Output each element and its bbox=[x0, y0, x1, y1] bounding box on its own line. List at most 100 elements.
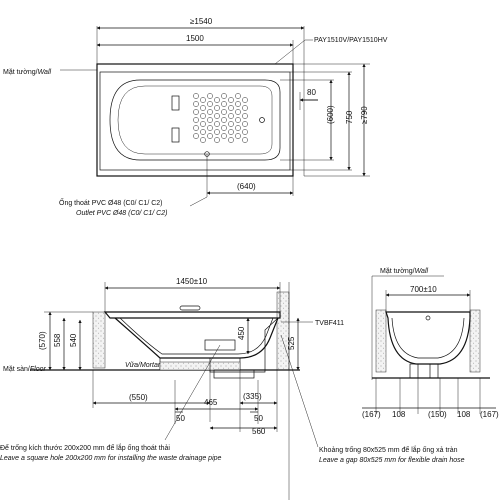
anti-slip-dot bbox=[228, 105, 234, 111]
dim-overall-width: ≥790 bbox=[360, 106, 369, 124]
side-basin-profile bbox=[114, 317, 279, 359]
anti-slip-dot bbox=[200, 97, 206, 103]
anti-slip-dots bbox=[193, 93, 248, 143]
dim-bottom-560: 560 bbox=[252, 427, 266, 436]
anti-slip-dot bbox=[207, 101, 213, 107]
dim-bottom-465: 465 bbox=[204, 398, 218, 407]
anti-slip-dot bbox=[221, 125, 227, 131]
note-hole-en: Leave a square hole 200x200 mm for insta… bbox=[0, 455, 222, 462]
anti-slip-dot bbox=[214, 129, 220, 135]
note-hole-vi: Để trống kích thước 200x200 mm để lắp ốn… bbox=[0, 443, 170, 452]
dim-height-558: 558 bbox=[53, 333, 62, 347]
anti-slip-dot bbox=[207, 93, 213, 99]
note-gap-vi: Khoảng trống 80x525 mm để lắp ống xả trà… bbox=[319, 445, 458, 454]
anti-slip-dot bbox=[193, 93, 199, 99]
anti-slip-dot bbox=[207, 117, 213, 123]
anti-slip-dot bbox=[235, 117, 241, 123]
anti-slip-dot bbox=[221, 101, 227, 107]
anti-slip-dot bbox=[200, 121, 206, 127]
dim-end-167a: (167) bbox=[362, 410, 381, 419]
dim-width: 750 bbox=[345, 110, 354, 124]
anti-slip-dot bbox=[193, 109, 199, 115]
dim-end-108b: 108 bbox=[457, 410, 471, 419]
overflow-hole bbox=[259, 117, 265, 123]
dim-drain-offset: (640) bbox=[237, 182, 256, 191]
trap-body bbox=[213, 369, 255, 379]
anti-slip-dot bbox=[214, 137, 220, 143]
end-wall-left bbox=[375, 309, 387, 373]
dim-overall-length: ≥1540 bbox=[190, 17, 213, 26]
grip-handle-bottom bbox=[171, 127, 180, 143]
mortar-fill bbox=[159, 361, 241, 371]
end-overflow bbox=[425, 315, 431, 321]
dim-overflow: 80 bbox=[307, 88, 316, 97]
grip-handle-top bbox=[171, 95, 180, 111]
anti-slip-dot bbox=[242, 129, 248, 135]
dim-end-167b: (167) bbox=[480, 410, 499, 419]
dim-bottom-50a: 50 bbox=[176, 414, 185, 423]
anti-slip-dot bbox=[228, 113, 234, 119]
dim-inner-width: (600) bbox=[326, 105, 335, 124]
anti-slip-dot bbox=[200, 105, 206, 111]
anti-slip-dot bbox=[228, 129, 234, 135]
anti-slip-dot bbox=[242, 97, 248, 103]
drain-pipe bbox=[209, 317, 279, 373]
anti-slip-dot bbox=[221, 93, 227, 99]
anti-slip-dot bbox=[242, 121, 248, 127]
anti-slip-dot bbox=[228, 97, 234, 103]
dim-side-length: 1450±10 bbox=[176, 277, 208, 286]
anti-slip-dot bbox=[235, 101, 241, 107]
anti-slip-dot bbox=[214, 97, 220, 103]
tub-outer-rim bbox=[96, 63, 294, 177]
tub-inner-rim bbox=[99, 71, 291, 171]
end-wall-label: Mặt tường/Wall bbox=[380, 268, 429, 275]
anti-slip-dot bbox=[214, 113, 220, 119]
anti-slip-dot bbox=[207, 133, 213, 139]
anti-slip-dot bbox=[200, 113, 206, 119]
note-gap-en: Leave a gap 80x525 mm for flexible drain… bbox=[319, 457, 465, 464]
anti-slip-dot bbox=[214, 105, 220, 111]
anti-slip-dot bbox=[242, 113, 248, 119]
dim-end-108a: 108 bbox=[392, 410, 406, 419]
anti-slip-dot bbox=[207, 109, 213, 115]
dim-bottom-550: (550) bbox=[129, 393, 148, 402]
anti-slip-dot bbox=[235, 125, 241, 131]
dim-length: 1500 bbox=[186, 34, 204, 43]
dim-bottom-50b: 50 bbox=[254, 414, 263, 423]
side-handle bbox=[179, 305, 201, 311]
anti-slip-dot bbox=[242, 137, 248, 143]
dim-end-150: (150) bbox=[428, 410, 447, 419]
drain-part-label: TVBF411 bbox=[315, 320, 344, 327]
anti-slip-dot bbox=[193, 101, 199, 107]
anti-slip-dot bbox=[214, 121, 220, 127]
hole-box bbox=[204, 339, 236, 351]
anti-slip-dot bbox=[221, 117, 227, 123]
anti-slip-dot bbox=[235, 133, 241, 139]
model-name: PAY1510V/PAY1510HV bbox=[314, 37, 388, 44]
side-wall-right bbox=[276, 291, 290, 371]
side-view: Mặt sàn/Floor Vữa/Mortar 1450±10 (570) 5… bbox=[3, 277, 344, 500]
side-wall-left bbox=[92, 311, 106, 369]
dim-end-width: 700±10 bbox=[410, 285, 437, 294]
anti-slip-dot bbox=[193, 133, 199, 139]
end-wall-right bbox=[469, 309, 481, 373]
dim-drain-height: 525 bbox=[287, 336, 296, 350]
anti-slip-dot bbox=[221, 133, 227, 139]
anti-slip-dot bbox=[228, 137, 234, 143]
outlet-label-en: Outlet PVC Ø48 (C0/ C1/ C2) bbox=[76, 210, 167, 217]
anti-slip-dot bbox=[200, 129, 206, 135]
notes: Để trống kích thước 200x200 mm để lắp ốn… bbox=[0, 334, 465, 464]
anti-slip-dot bbox=[193, 117, 199, 123]
anti-slip-dot bbox=[221, 109, 227, 115]
floor-label: Mặt sàn/Floor bbox=[3, 366, 46, 373]
basin-outline bbox=[109, 79, 281, 161]
anti-slip-dot bbox=[235, 109, 241, 115]
anti-slip-dot bbox=[200, 137, 206, 143]
anti-slip-dot bbox=[207, 125, 213, 131]
end-view: Mặt tường/Wall 700±10 (167) 108 (150) 10… bbox=[362, 268, 499, 419]
anti-slip-dot bbox=[242, 105, 248, 111]
dim-inner-depth: 450 bbox=[237, 326, 246, 340]
dim-height-540: 540 bbox=[69, 333, 78, 347]
outlet-label-vi: Ống thoát PVC Ø48 (C0/ C1/ C2) bbox=[59, 197, 163, 207]
